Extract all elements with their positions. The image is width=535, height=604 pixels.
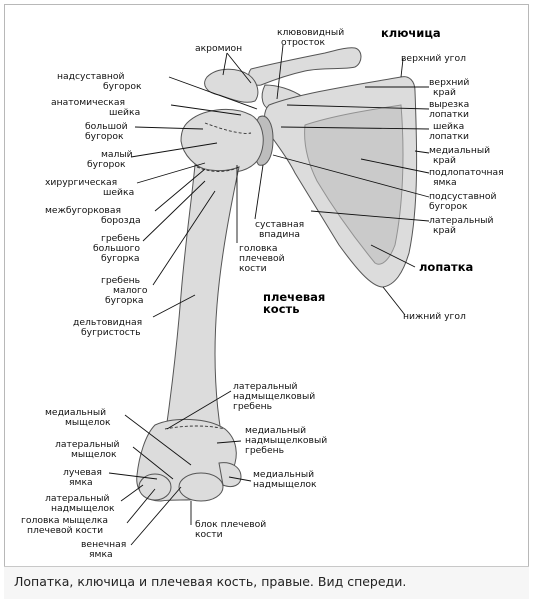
capitulum-bone: [138, 473, 172, 501]
left-leader-lines: [108, 76, 258, 546]
label-inferior-angle: нижний угол: [403, 311, 466, 322]
label-clavicle: ключица: [381, 26, 441, 40]
medial-epicondyle-bone: [218, 462, 242, 488]
label-acromion: акромион: [195, 43, 242, 54]
trochlea-bone: [178, 472, 224, 502]
caption-bar: Лопатка, ключица и плечевая кость, правы…: [4, 566, 529, 599]
humerus-shaft-bone: [164, 164, 240, 438]
right-leader-lines: [166, 44, 430, 525]
clavicle-bone: [248, 47, 362, 86]
figure-caption: Лопатка, ключица и плечевая кость, правы…: [14, 574, 407, 589]
label-scapula: лопатка: [419, 260, 473, 274]
anatomical-neck-line: [204, 122, 252, 134]
surgical-neck-line: [196, 166, 240, 172]
label-superior-angle: верхний угол: [401, 53, 466, 64]
distal-dashed-line: [164, 425, 226, 430]
humerus-head-bone: [180, 109, 264, 174]
subscapular-fossa-shade: [304, 104, 404, 265]
